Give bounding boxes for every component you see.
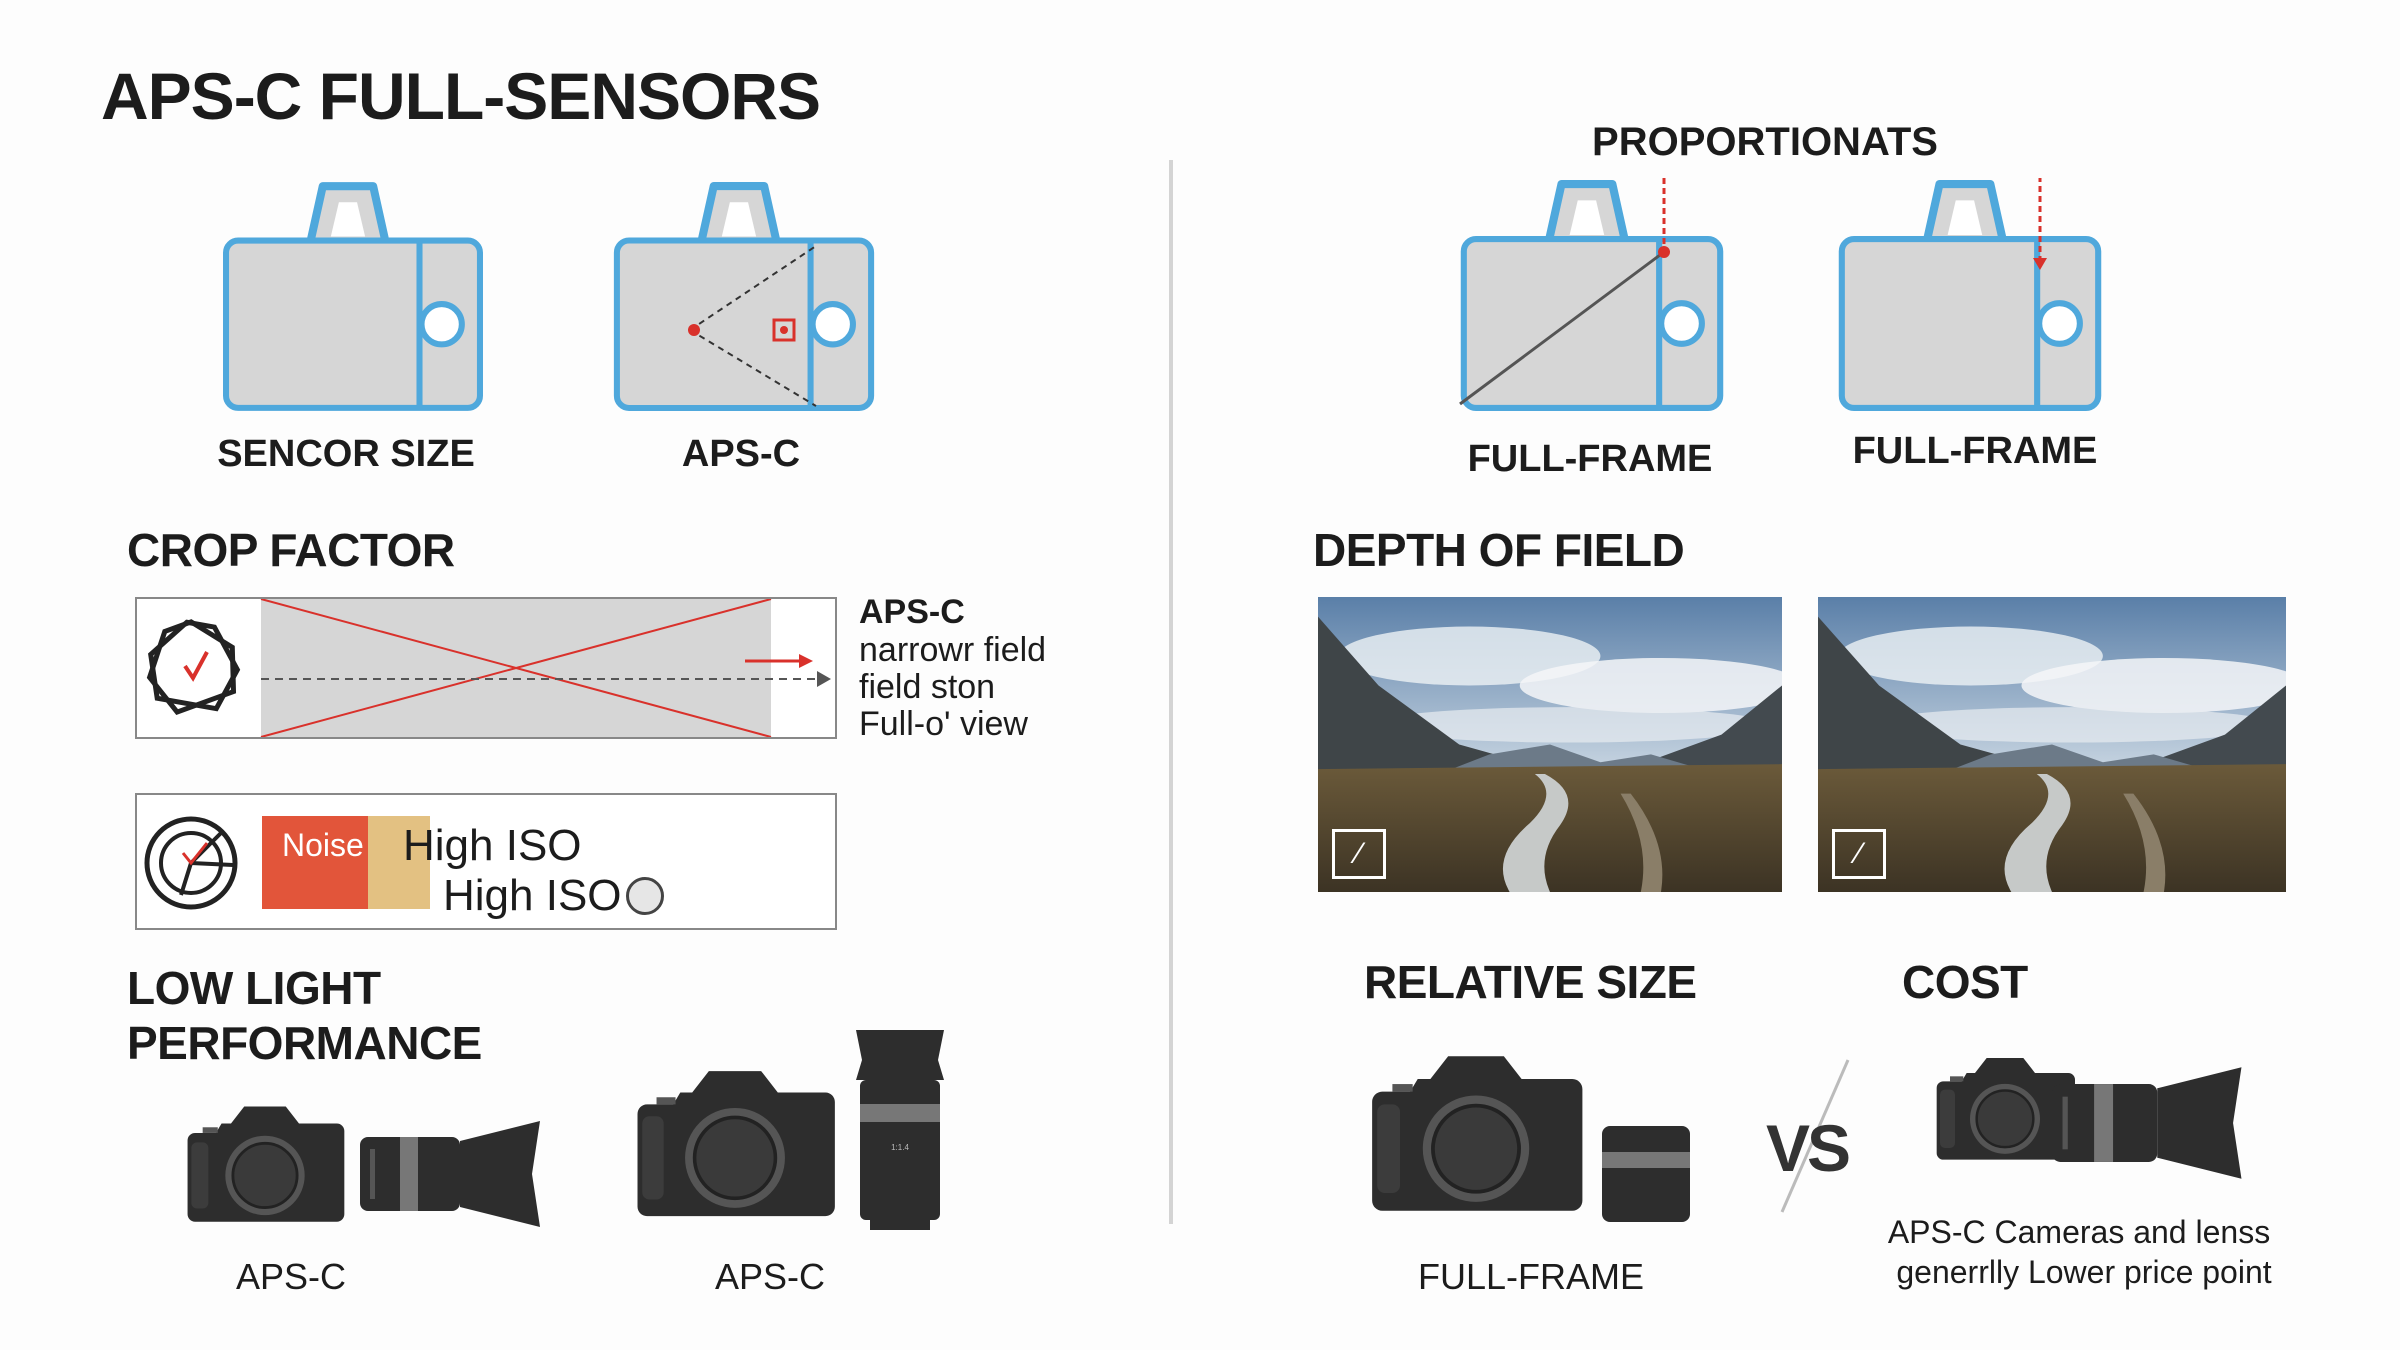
zoom-lens-icon xyxy=(850,1030,950,1230)
iso-swatch xyxy=(368,816,430,909)
full-frame-label: FULL-FRAME xyxy=(1417,1256,1645,1297)
cost-text-2: generrlly Lower price point xyxy=(1896,1254,2272,1290)
noise-panel: Noise High ISO High ISO xyxy=(135,793,837,930)
noise-swatch xyxy=(262,816,368,909)
noise-label: Noise xyxy=(282,827,364,863)
sensor-label: FULL-FRAME xyxy=(1852,430,2098,472)
section-divider xyxy=(1169,160,1173,1224)
vs-divider xyxy=(1780,1059,1850,1213)
landscape-photo-apsc: ⁄ xyxy=(1318,597,1782,892)
crop-diagram xyxy=(146,599,831,737)
apsc-sensor-diagram xyxy=(610,180,878,412)
high-iso-label-2: High ISO xyxy=(443,871,622,920)
camera-icon xyxy=(180,1096,350,1236)
full-frame-sensor-diagram xyxy=(1459,178,1732,412)
page-title: APS-C FULL-SENSORS xyxy=(101,59,821,133)
crop-factor-panel xyxy=(135,597,837,739)
high-iso-label: High ISO xyxy=(403,821,582,870)
proportion-label: PROPORTIONATS xyxy=(1592,120,1938,164)
relative-size-heading: RELATIVE SIZE xyxy=(1364,956,1697,1008)
cost-heading: COST xyxy=(1902,956,2028,1008)
radio-circle[interactable] xyxy=(626,877,664,915)
magic-wand-icon[interactable]: ⁄ xyxy=(1832,829,1886,879)
cost-text: APS-C Cameras and lenss xyxy=(1887,1214,2271,1250)
depth-of-field-heading: DEPTH OF FIELD xyxy=(1313,524,1685,576)
sensor-size-diagram xyxy=(222,180,484,412)
sensor-label: APS-C xyxy=(681,433,801,475)
crop-factor-heading: CROP FACTOR xyxy=(127,524,455,576)
camera-label: APS-C xyxy=(235,1256,347,1297)
camera-label: APS-C xyxy=(714,1256,826,1297)
sensor-label: FULL-FRAME xyxy=(1467,438,1713,480)
low-light-heading-2: PERFORMANCE xyxy=(127,1017,482,1069)
telephoto-lens-icon xyxy=(360,1118,550,1230)
low-light-heading: LOW LIGHT xyxy=(127,962,381,1014)
aperture-icon xyxy=(144,816,238,910)
crop-line: Full-o' view xyxy=(859,705,1028,743)
sensor-label: SENCOR SIZE xyxy=(217,433,475,475)
full-frame-camera-icon xyxy=(1362,1046,1590,1226)
crop-line: APS-C xyxy=(859,593,965,631)
telephoto-lens-icon xyxy=(2052,1060,2252,1186)
full-frame-sensor-diagram-2 xyxy=(1824,178,2116,412)
prime-lens-icon xyxy=(1602,1126,1690,1222)
crop-line: field ston xyxy=(859,668,996,706)
landscape-photo-full-frame: ⁄ xyxy=(1818,597,2286,892)
magic-wand-icon[interactable]: ⁄ xyxy=(1332,829,1386,879)
vs-label: VS xyxy=(1766,1111,1851,1185)
camera-icon xyxy=(628,1060,842,1232)
crop-icon xyxy=(146,619,241,716)
crop-line: narrowr field xyxy=(859,631,1047,669)
